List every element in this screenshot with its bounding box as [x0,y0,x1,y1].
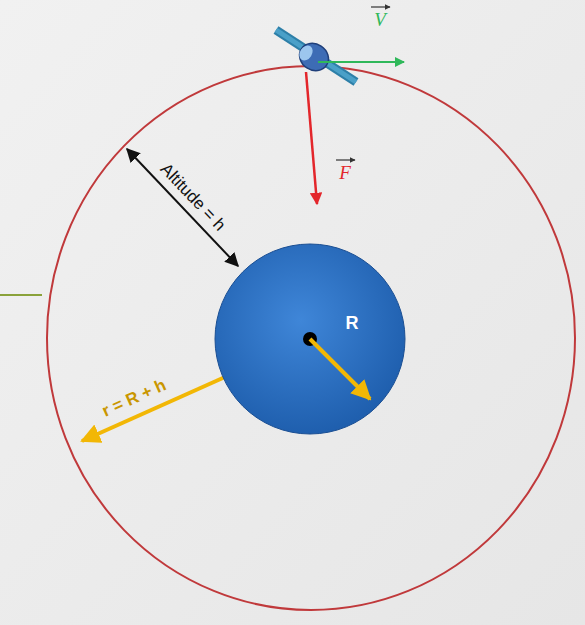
satellite-body [297,43,316,63]
altitude-arrow [127,149,238,266]
vector-label: F [339,163,351,182]
radius-label: r = R + h [99,376,168,419]
velocity-arrow [318,61,404,63]
vector-mark [336,159,355,160]
radius-label: R [346,314,359,332]
vector-label: V [374,10,386,29]
satellite [276,30,356,82]
vector-mark [371,6,390,7]
force-arrow [306,72,317,204]
planet-shape [214,243,406,435]
altitude-label: Altitude = h [157,160,228,234]
planet-disc [215,244,405,434]
satellite-body [294,38,333,76]
planet-circle: R [214,243,406,435]
slide-rule [0,294,42,296]
solar-panel [276,30,356,82]
solar-panel [276,30,356,82]
orbit-circle [47,66,575,610]
radius-arrow [310,339,370,399]
